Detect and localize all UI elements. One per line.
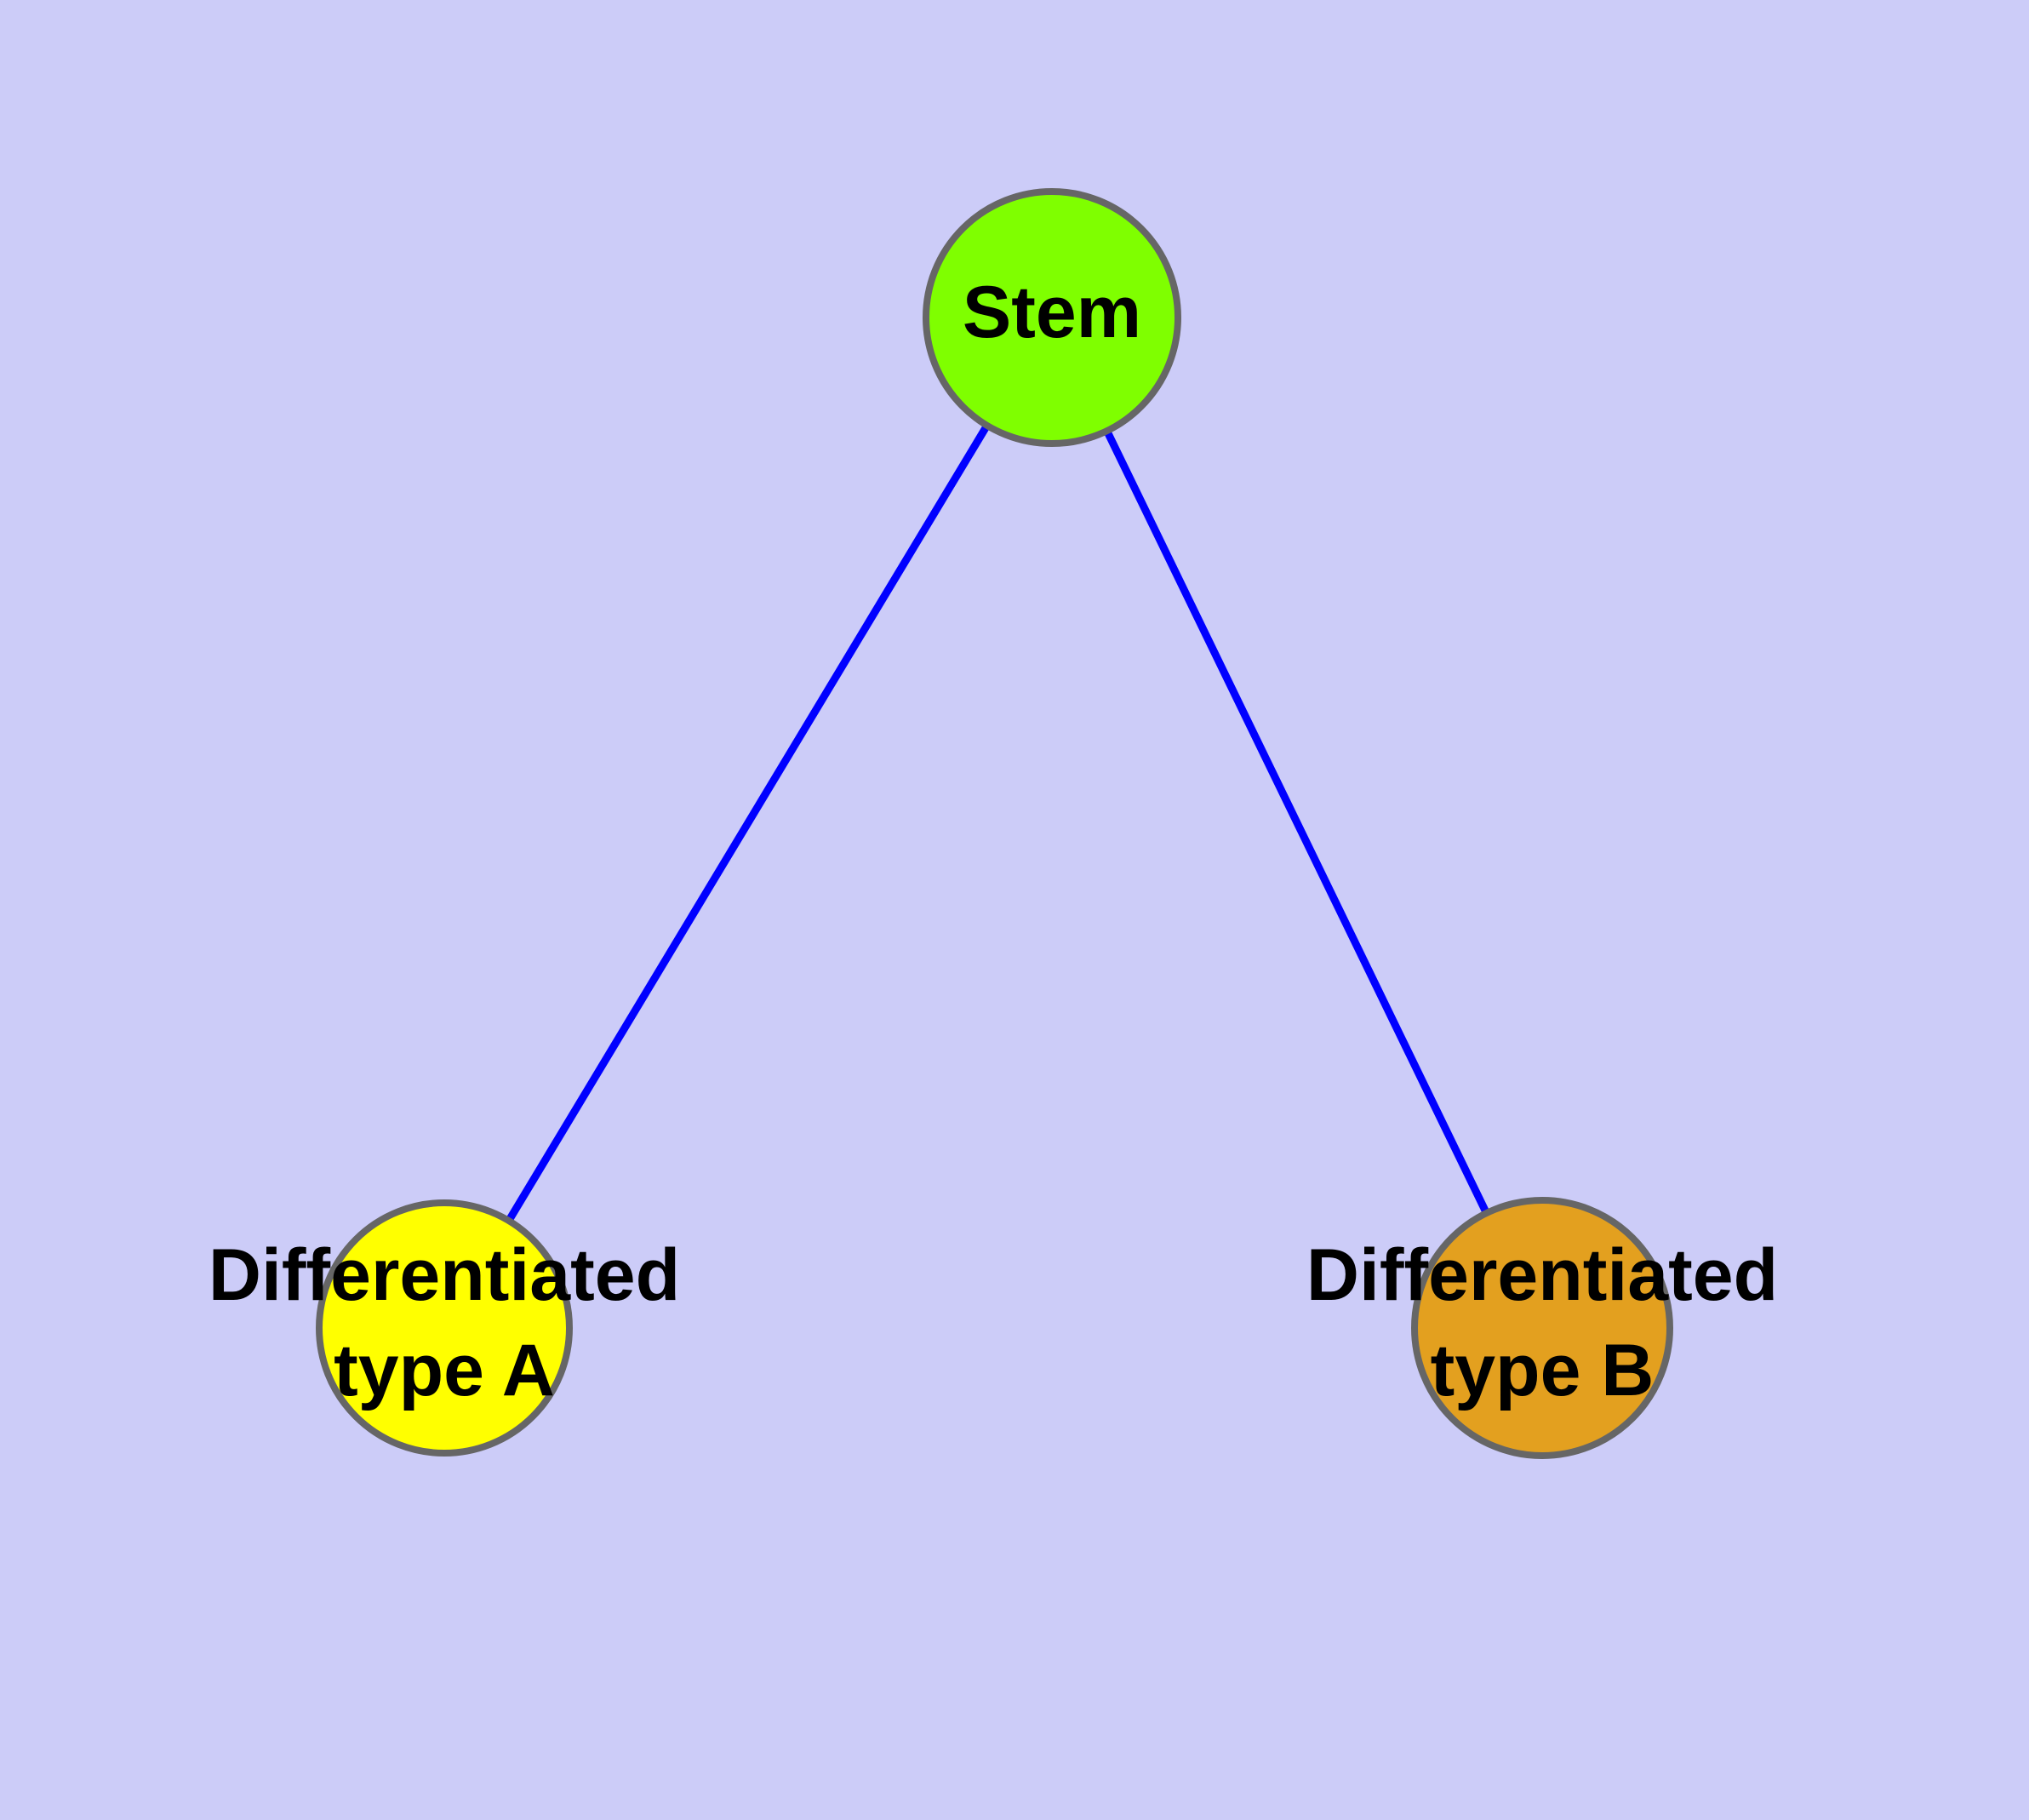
node-circle-diff_b[interactable] <box>1411 1197 1673 1459</box>
node-label-diff_b: Differentiated type B <box>1306 1234 1778 1411</box>
node-label-line: type B <box>1431 1330 1655 1411</box>
node-label-line: Differentiated <box>1306 1234 1778 1316</box>
node-diff_a[interactable]: Differentiated type A <box>209 1199 680 1457</box>
node-circle-stem[interactable] <box>923 188 1181 447</box>
node-circle-diff_a[interactable] <box>316 1199 573 1457</box>
node-stem[interactable]: Stem <box>923 188 1181 447</box>
node-label-line: type A <box>334 1330 555 1411</box>
node-label-stem: Stem <box>963 272 1141 353</box>
node-label-diff_a: Differentiated type A <box>209 1234 680 1411</box>
edge-layer <box>441 315 1546 1331</box>
node-label-line: Differentiated <box>209 1234 680 1316</box>
edge-stem-to-diff_b[interactable] <box>1048 316 1546 1330</box>
edge-stem-to-diff_a[interactable] <box>441 315 1055 1331</box>
node-diff_b[interactable]: Differentiated type B <box>1306 1197 1778 1459</box>
node-label-line: Stem <box>963 272 1141 353</box>
